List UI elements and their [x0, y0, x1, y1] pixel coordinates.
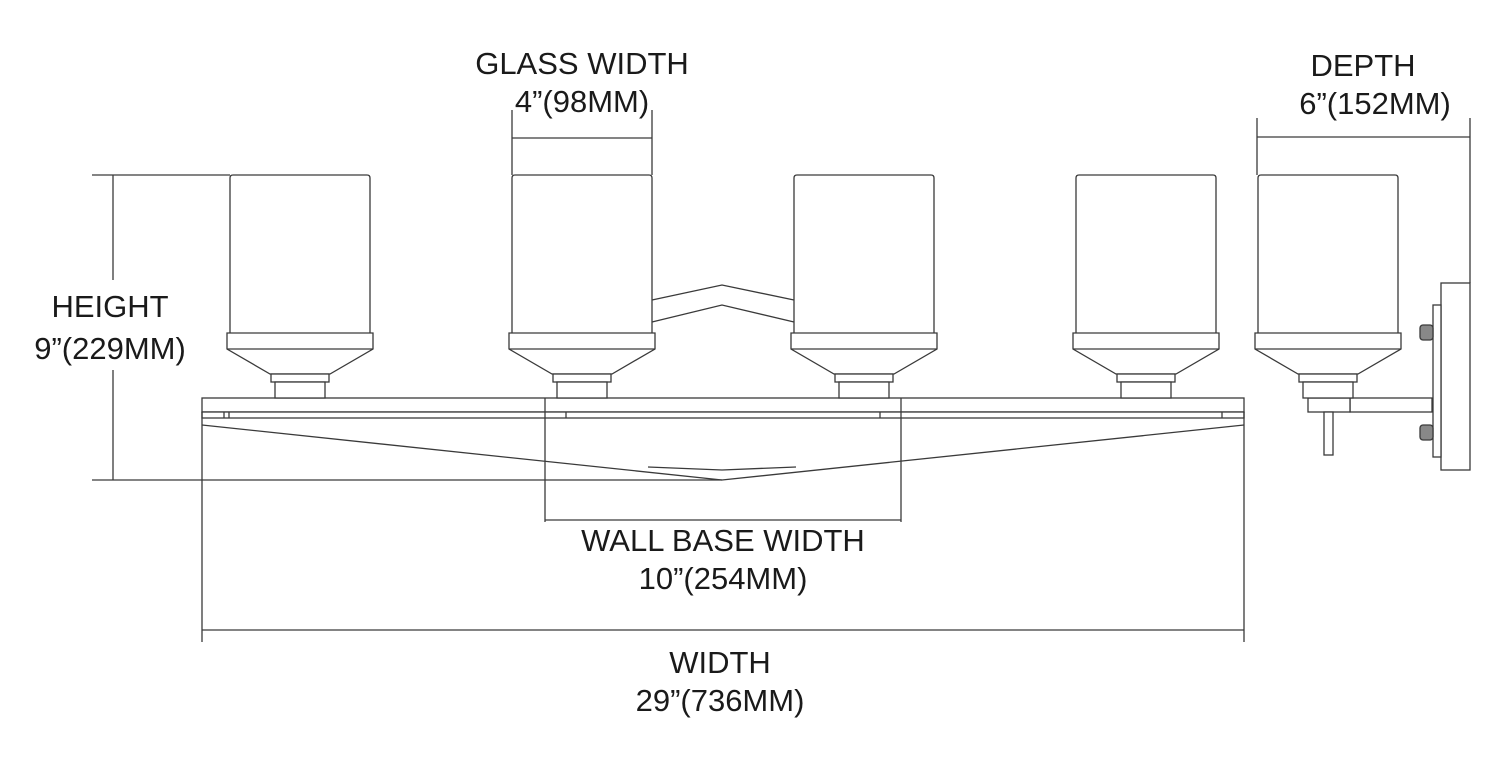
shade-part	[226, 332, 374, 375]
wall-plate	[1440, 282, 1471, 471]
shade-part	[229, 174, 371, 333]
shade-part	[556, 381, 608, 399]
glass-width-value: 4”(98MM)	[514, 84, 650, 119]
bar-top-plate	[201, 397, 1245, 413]
glass-shade	[226, 174, 374, 399]
arm-lower	[651, 304, 795, 323]
front-view	[201, 174, 1245, 481]
side-view	[1254, 174, 1471, 471]
shade-part	[274, 381, 326, 399]
bar-inner-edge	[647, 466, 797, 471]
height-label: HEIGHT	[51, 289, 169, 324]
shade-part	[1072, 332, 1220, 375]
height-value: 9”(229MM)	[34, 331, 186, 366]
side-arm	[1349, 397, 1433, 413]
shade-part	[838, 381, 890, 399]
glass-shade	[508, 174, 656, 399]
shade-part	[1120, 381, 1172, 399]
socket-base	[1307, 397, 1351, 413]
glass-shade	[1072, 174, 1220, 399]
shade-part	[1116, 373, 1176, 383]
mount-plate	[1432, 304, 1442, 458]
shade-part	[1075, 174, 1217, 333]
wall-base-width-label: WALL BASE WIDTH	[581, 523, 865, 558]
shade-part	[1302, 381, 1354, 399]
glass-shade	[790, 174, 938, 399]
glass-width-label: GLASS WIDTH	[475, 46, 689, 81]
depth-label: DEPTH	[1310, 48, 1416, 83]
knob-upper	[1419, 324, 1434, 341]
shade-part	[1298, 373, 1358, 383]
knob-lower	[1419, 424, 1434, 441]
width-label: WIDTH	[669, 645, 771, 680]
wall-base-width-value: 10”(254MM)	[638, 561, 808, 596]
shade-part	[793, 174, 935, 333]
shade-part	[508, 332, 656, 375]
shade-part	[270, 373, 330, 383]
shade-part	[511, 174, 653, 333]
width-value: 29”(736MM)	[635, 683, 805, 718]
arm-upper	[651, 284, 795, 301]
pull-chain	[1323, 411, 1334, 456]
glass-shade	[1254, 174, 1402, 399]
depth-value: 6”(152MM)	[1299, 86, 1451, 121]
bar-bottom-edge	[201, 424, 1245, 481]
dimension-lines	[92, 110, 1471, 642]
shade-part	[552, 373, 612, 383]
shade-part	[834, 373, 894, 383]
shade-part	[790, 332, 938, 375]
bar-strip	[201, 411, 1245, 419]
shade-part	[1257, 174, 1399, 333]
shade-part	[1254, 332, 1402, 375]
